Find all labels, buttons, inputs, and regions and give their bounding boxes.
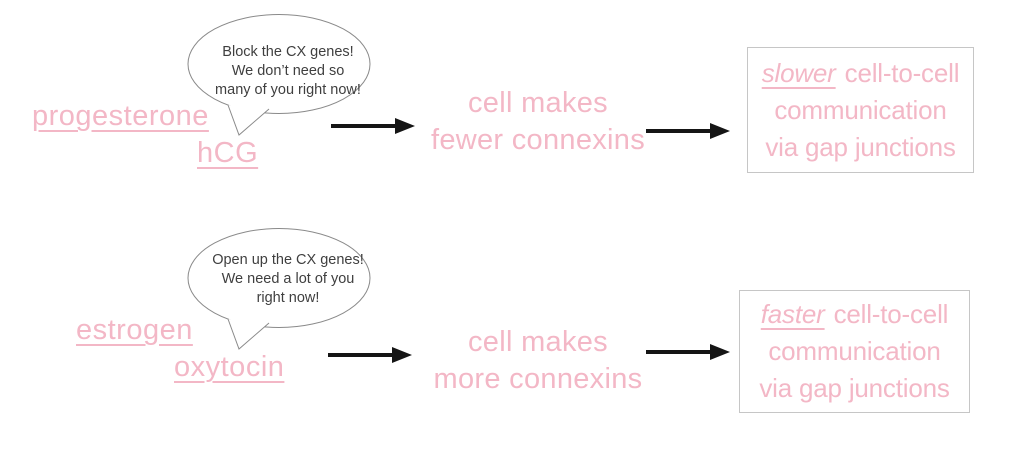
arrow-right-icon bbox=[646, 344, 730, 360]
result-line-2: communication bbox=[768, 336, 941, 366]
hormone-label-hcg: hCG bbox=[197, 137, 259, 169]
result-line-3: via gap junctions bbox=[759, 373, 950, 403]
result-line-1: slower cell-to-cell bbox=[762, 55, 960, 92]
hormone-label-estrogen: estrogen bbox=[76, 314, 193, 346]
result-line-1-rest: cell-to-cell bbox=[844, 57, 960, 88]
speech-bubble-icon bbox=[187, 228, 371, 350]
arrow-right-icon bbox=[331, 118, 415, 134]
speech-bubble-icon bbox=[187, 14, 371, 136]
hormone-label-oxytocin: oxytocin bbox=[174, 351, 285, 383]
result-box: slower cell-to-cell communication via gap… bbox=[747, 47, 974, 173]
result-speed-word: faster bbox=[760, 299, 825, 329]
arrow-right-icon bbox=[646, 123, 730, 139]
hormone-label-progesterone: progesterone bbox=[32, 100, 209, 132]
process-label: cell makes fewer connexins bbox=[430, 87, 646, 156]
result-line-1: faster cell-to-cell bbox=[760, 296, 949, 333]
result-box: faster cell-to-cell communication via gap… bbox=[739, 290, 970, 413]
result-line-2: communication bbox=[774, 94, 947, 125]
process-label: cell makes more connexins bbox=[433, 326, 643, 395]
result-speed-word: slower bbox=[761, 57, 836, 88]
speech-bubble-text: Open up the CX genes! We need a lot of y… bbox=[212, 252, 364, 306]
result-line-3: via gap junctions bbox=[765, 131, 956, 162]
arrow-right-icon bbox=[328, 347, 412, 363]
result-line-1-rest: cell-to-cell bbox=[833, 299, 949, 329]
speech-bubble-text: Block the CX genes! We don’t need so man… bbox=[215, 44, 361, 98]
